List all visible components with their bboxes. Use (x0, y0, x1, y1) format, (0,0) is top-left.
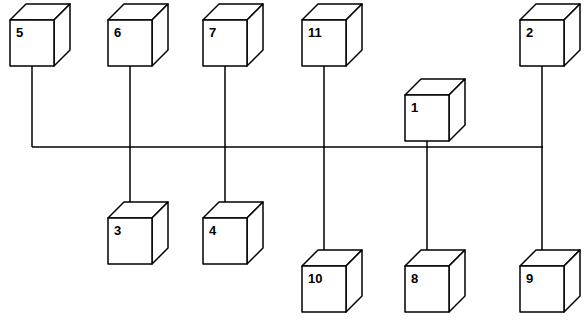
cube-side (247, 202, 263, 264)
computer-cube: 7 (203, 4, 263, 66)
cube-front (302, 20, 346, 66)
computer-cube: 1 (405, 79, 465, 141)
cube-front (520, 266, 564, 312)
cube-front (405, 266, 449, 312)
node-number: 2 (526, 26, 533, 39)
computer-cube: 3 (108, 202, 168, 264)
node-number: 1 (411, 101, 418, 114)
node-number: 9 (526, 272, 533, 285)
node-number: 10 (308, 272, 322, 285)
cube-front (203, 218, 247, 264)
bus-line (32, 146, 543, 148)
computer-cube: 11 (302, 4, 362, 66)
cube-side (152, 4, 168, 66)
node-number: 7 (209, 26, 216, 39)
cube-front (405, 95, 449, 141)
node-number: 5 (16, 26, 23, 39)
network-cable (323, 66, 325, 250)
computer-cube: 5 (10, 4, 70, 66)
network-cable (224, 66, 226, 202)
node-number: 4 (209, 224, 216, 237)
network-cable (129, 66, 131, 202)
cube-side (449, 79, 465, 141)
cube-front (108, 218, 152, 264)
network-cable (541, 66, 543, 250)
cube-front (302, 266, 346, 312)
cube-side (54, 4, 70, 66)
cube-front (203, 20, 247, 66)
cube-side (152, 202, 168, 264)
cube-side (564, 4, 580, 66)
cube-side (449, 250, 465, 312)
computer-cube: 10 (302, 250, 362, 312)
node-number: 3 (114, 224, 121, 237)
computer-cube: 4 (203, 202, 263, 264)
network-cable (426, 141, 428, 250)
computer-cube: 9 (520, 250, 580, 312)
cube-front (520, 20, 564, 66)
cube-front (10, 20, 54, 66)
computer-cube: 8 (405, 250, 465, 312)
cube-side (564, 250, 580, 312)
node-number: 6 (114, 26, 121, 39)
computer-cube: 2 (520, 4, 580, 66)
cube-front (108, 20, 152, 66)
computer-cube: 6 (108, 4, 168, 66)
cube-side (346, 250, 362, 312)
node-number: 8 (411, 272, 418, 285)
drop-line (31, 66, 33, 147)
cube-side (247, 4, 263, 66)
node-number: 11 (308, 26, 322, 39)
cube-side (346, 4, 362, 66)
